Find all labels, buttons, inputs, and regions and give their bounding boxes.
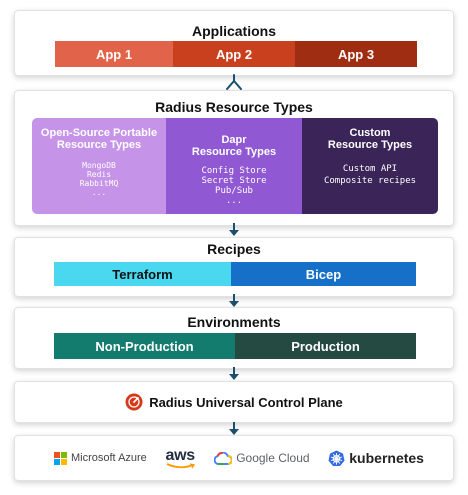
open-source-item: MongoDB (82, 161, 116, 170)
control-plane-title: Radius Universal Control Plane (149, 394, 343, 410)
aws-smile-icon (166, 462, 195, 468)
custom-column: Custom Resource Types Custom API Composi… (302, 118, 438, 214)
custom-title: Custom Resource Types (328, 127, 412, 151)
dapr-title-line2: Resource Types (191, 146, 277, 158)
gauge-icon (125, 393, 143, 411)
environments-row: Non-Production Production (54, 333, 416, 359)
google-cloud-label: Google Cloud (236, 451, 310, 465)
dapr-items: Config Store Secret Store Pub/Sub ... (201, 166, 266, 206)
kubernetes-label: kubernetes (349, 450, 424, 466)
open-source-items: MongoDB Redis RabbitMQ ... (80, 161, 119, 197)
recipes-panel: Recipes Terraform Bicep (14, 237, 454, 297)
recipes-row: Terraform Bicep (54, 262, 416, 286)
open-source-column: Open-Source Portable Resource Types Mong… (32, 118, 166, 214)
kubernetes-logo-icon (328, 450, 345, 466)
custom-item: Composite recipes (323, 176, 417, 186)
dapr-item: Config Store (201, 166, 267, 176)
open-source-title-line1: Open-Source Portable (40, 127, 158, 139)
open-source-item: ... (91, 188, 107, 197)
kubernetes: kubernetes (328, 450, 424, 467)
recipes-title: Recipes (207, 241, 261, 257)
environments-panel: Environments Non-Production Production (14, 307, 454, 369)
arrow-down-icon (229, 294, 239, 307)
dapr-item: ... (225, 196, 243, 206)
custom-item: Custom API (342, 164, 398, 174)
production-bar: Production (235, 333, 416, 359)
fork-connector-icon (226, 74, 242, 90)
microsoft-azure-label: Microsoft Azure (71, 452, 147, 464)
dapr-title: Dapr Resource Types (192, 134, 276, 158)
resource-types-title: Radius Resource Types (155, 99, 313, 115)
microsoft-logo-icon (54, 451, 67, 465)
open-source-item: Redis (86, 170, 112, 179)
aws: aws (165, 446, 196, 469)
arrow-down-icon (229, 223, 239, 236)
dapr-item: Pub/Sub (215, 186, 253, 196)
dapr-item: Secret Store (201, 176, 267, 186)
open-source-title: Open-Source Portable Resource Types (41, 127, 157, 151)
dapr-title-line1: Dapr (221, 134, 247, 146)
apps-row: App 1 App 2 App 3 (55, 41, 417, 67)
google-cloud: Google Cloud (214, 451, 310, 465)
clouds-row: Microsoft Azure aws Google Cloud kuberne… (54, 447, 424, 469)
terraform-bar: Terraform (54, 262, 231, 286)
open-source-item: RabbitMQ (79, 179, 119, 188)
control-plane-row: Radius Universal Control Plane (15, 393, 453, 411)
custom-title-line1: Custom (349, 127, 391, 139)
google-cloud-logo-icon (214, 451, 233, 465)
applications-panel: Applications App 1 App 2 App 3 (14, 10, 454, 76)
clouds-panel (14, 435, 454, 481)
app-3: App 3 (295, 41, 417, 67)
open-source-title-line2: Resource Types (56, 139, 142, 151)
aws-label: aws (165, 446, 196, 464)
custom-items: Custom API Composite recipes (324, 163, 416, 187)
dapr-column: Dapr Resource Types Config Store Secret … (166, 118, 302, 214)
arrow-down-icon (229, 367, 239, 380)
applications-title: Applications (191, 23, 276, 39)
non-production-bar: Non-Production (54, 333, 235, 359)
bicep-bar: Bicep (231, 262, 416, 286)
resource-types-row: Open-Source Portable Resource Types Mong… (32, 118, 438, 214)
app-1: App 1 (55, 41, 173, 67)
custom-title-line2: Resource Types (327, 139, 413, 151)
control-plane-panel: Radius Universal Control Plane (14, 381, 454, 423)
microsoft-azure: Microsoft Azure (54, 451, 147, 465)
environments-title: Environments (187, 314, 281, 330)
arrow-down-icon (229, 422, 239, 435)
app-2: App 2 (173, 41, 295, 67)
